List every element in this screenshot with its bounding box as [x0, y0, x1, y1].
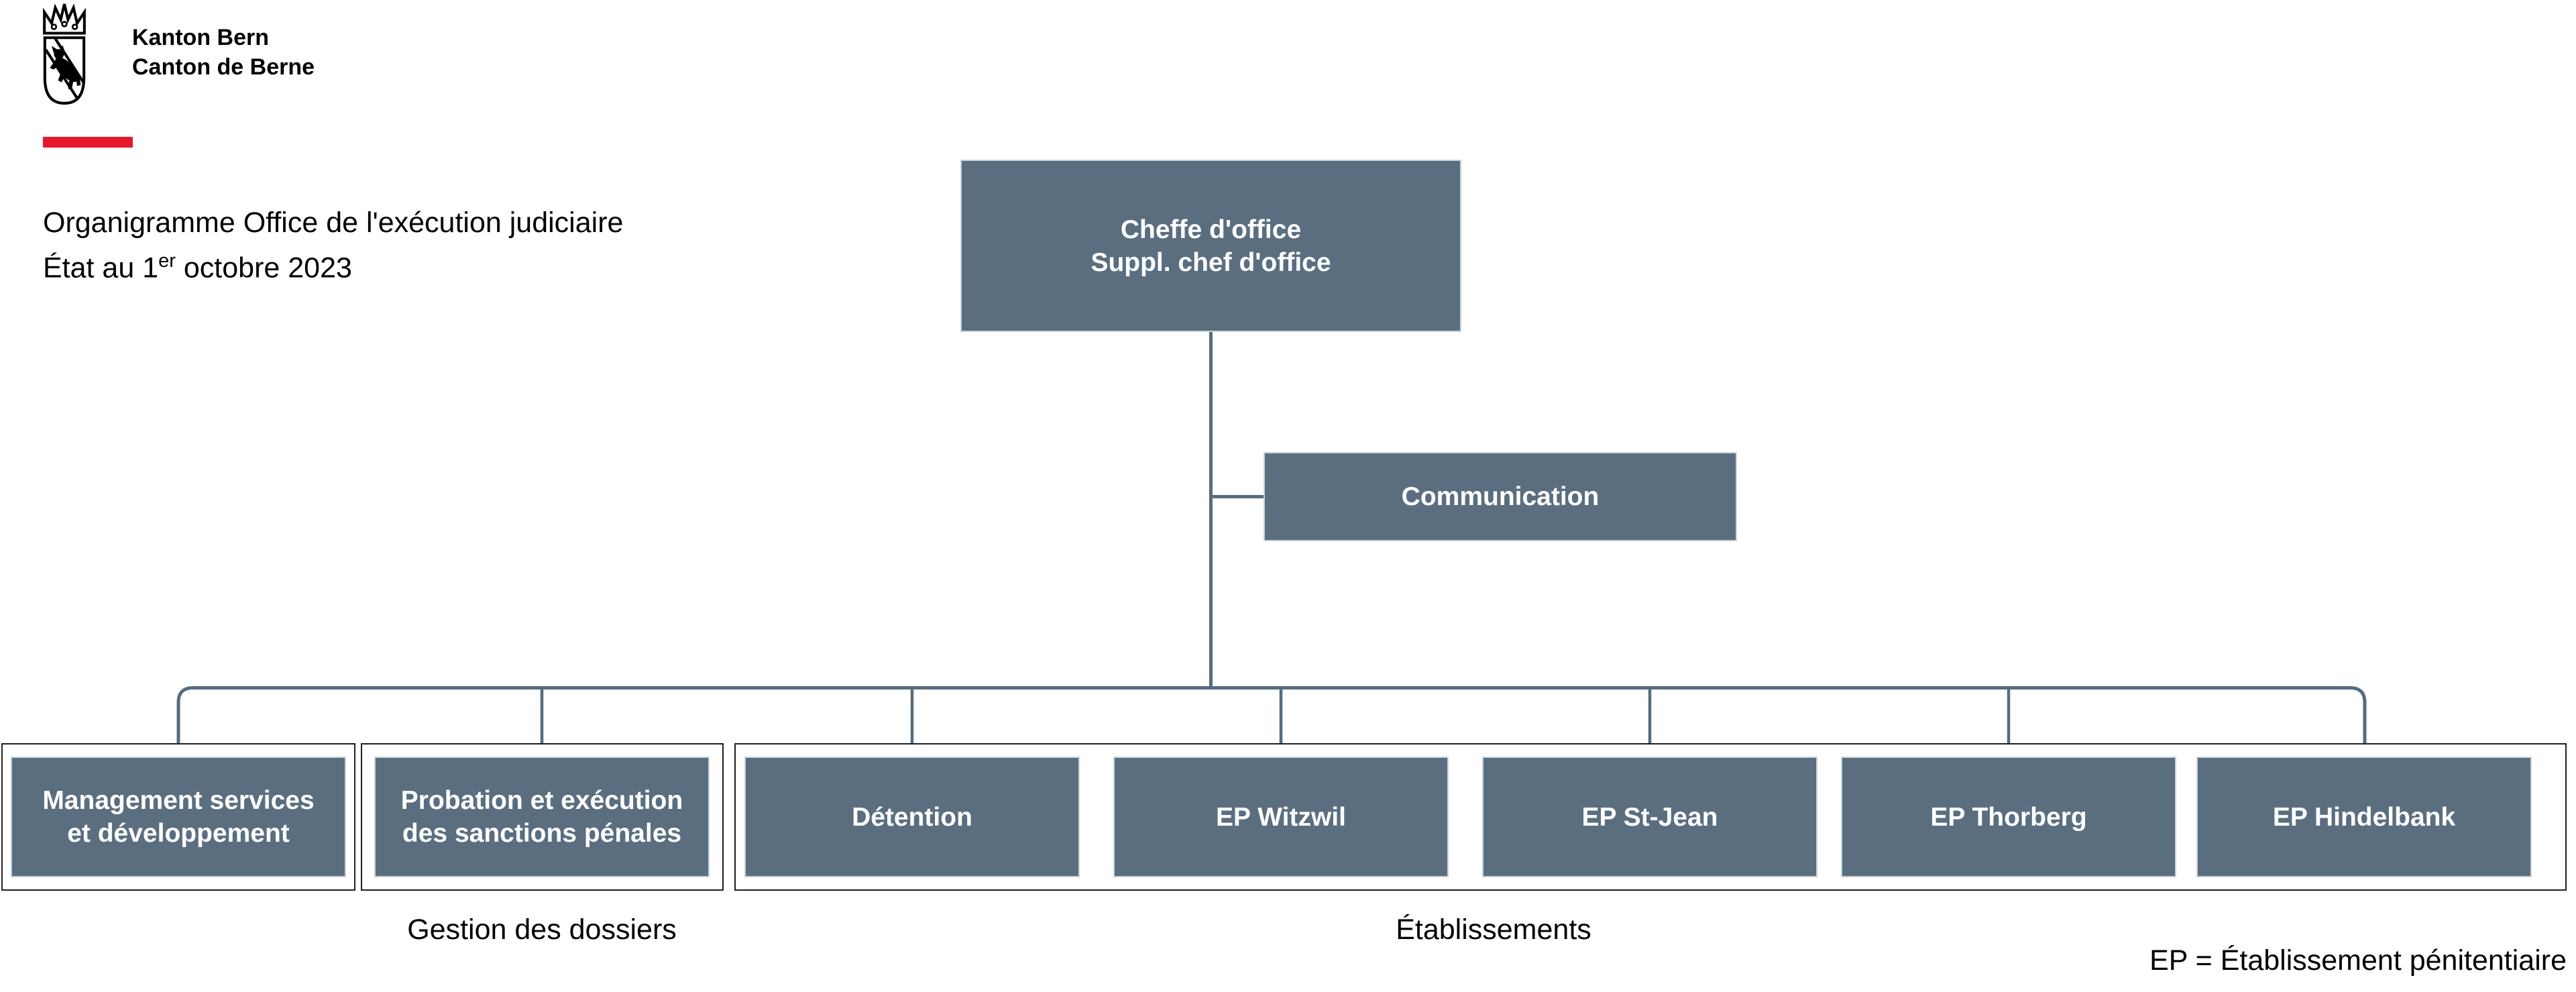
caption-etablissements: Établissements: [1396, 914, 1591, 946]
org-node-detention: Détention: [744, 757, 1080, 877]
bear-silhouette: [50, 45, 81, 90]
org-node-management-services: Management services et développement: [11, 757, 346, 877]
group-container-etablissements: [734, 743, 2567, 891]
org-node-label: Cheffe d'office Suppl. chef d'office: [1090, 215, 1331, 277]
accent-bar: [43, 137, 133, 148]
bern-coat-of-arms-logo: [43, 3, 86, 105]
org-node-ep-st-jean: EP St-Jean: [1482, 757, 1817, 877]
org-node-communication: Communication: [1264, 452, 1737, 541]
bear-shield-icon: [43, 36, 86, 105]
org-node-label: EP Witzwil: [1216, 802, 1346, 832]
title-line1: Organigramme Office de l'exécution judic…: [43, 207, 624, 239]
org-node-label: EP Thorberg: [1930, 802, 2087, 832]
caption-gestion-des-dossiers: Gestion des dossiers: [407, 914, 677, 946]
org-node-ep-hindelbank: EP Hindelbank: [2196, 757, 2532, 877]
org-node-cheffe-office: Cheffe d'office Suppl. chef d'office: [960, 160, 1461, 332]
org-node-ep-thorberg: EP Thorberg: [1841, 757, 2176, 877]
group-container-management: [1, 743, 355, 891]
footnote-ep-definition: EP = Établissement pénitentiaire: [2149, 944, 2567, 977]
group-container-gestion-des-dossiers: [361, 743, 724, 891]
wordmark-line1: Kanton Bern: [132, 25, 269, 50]
crown-icon: [43, 3, 86, 35]
org-node-label: EP St-Jean: [1581, 802, 1718, 832]
connector-main-rail: [176, 686, 2367, 743]
org-node-label: Détention: [852, 802, 972, 832]
superscript-er: er: [158, 250, 176, 272]
org-node-label: Management services et développement: [42, 786, 315, 848]
org-node-label: Communication: [1401, 482, 1600, 511]
wordmark: Kanton Bern Canton de Berne: [132, 23, 315, 82]
title-line2: État au 1er octobre 2023: [43, 250, 352, 284]
document-title: Organigramme Office de l'exécution judic…: [43, 204, 623, 287]
org-node-ep-witzwil: EP Witzwil: [1113, 757, 1449, 877]
org-node-label: EP Hindelbank: [2272, 802, 2456, 832]
org-node-probation: Probation et exécution des sanctions pén…: [374, 757, 710, 877]
wordmark-line2: Canton de Berne: [132, 54, 315, 80]
org-node-label: Probation et exécution des sanctions pén…: [400, 786, 683, 848]
